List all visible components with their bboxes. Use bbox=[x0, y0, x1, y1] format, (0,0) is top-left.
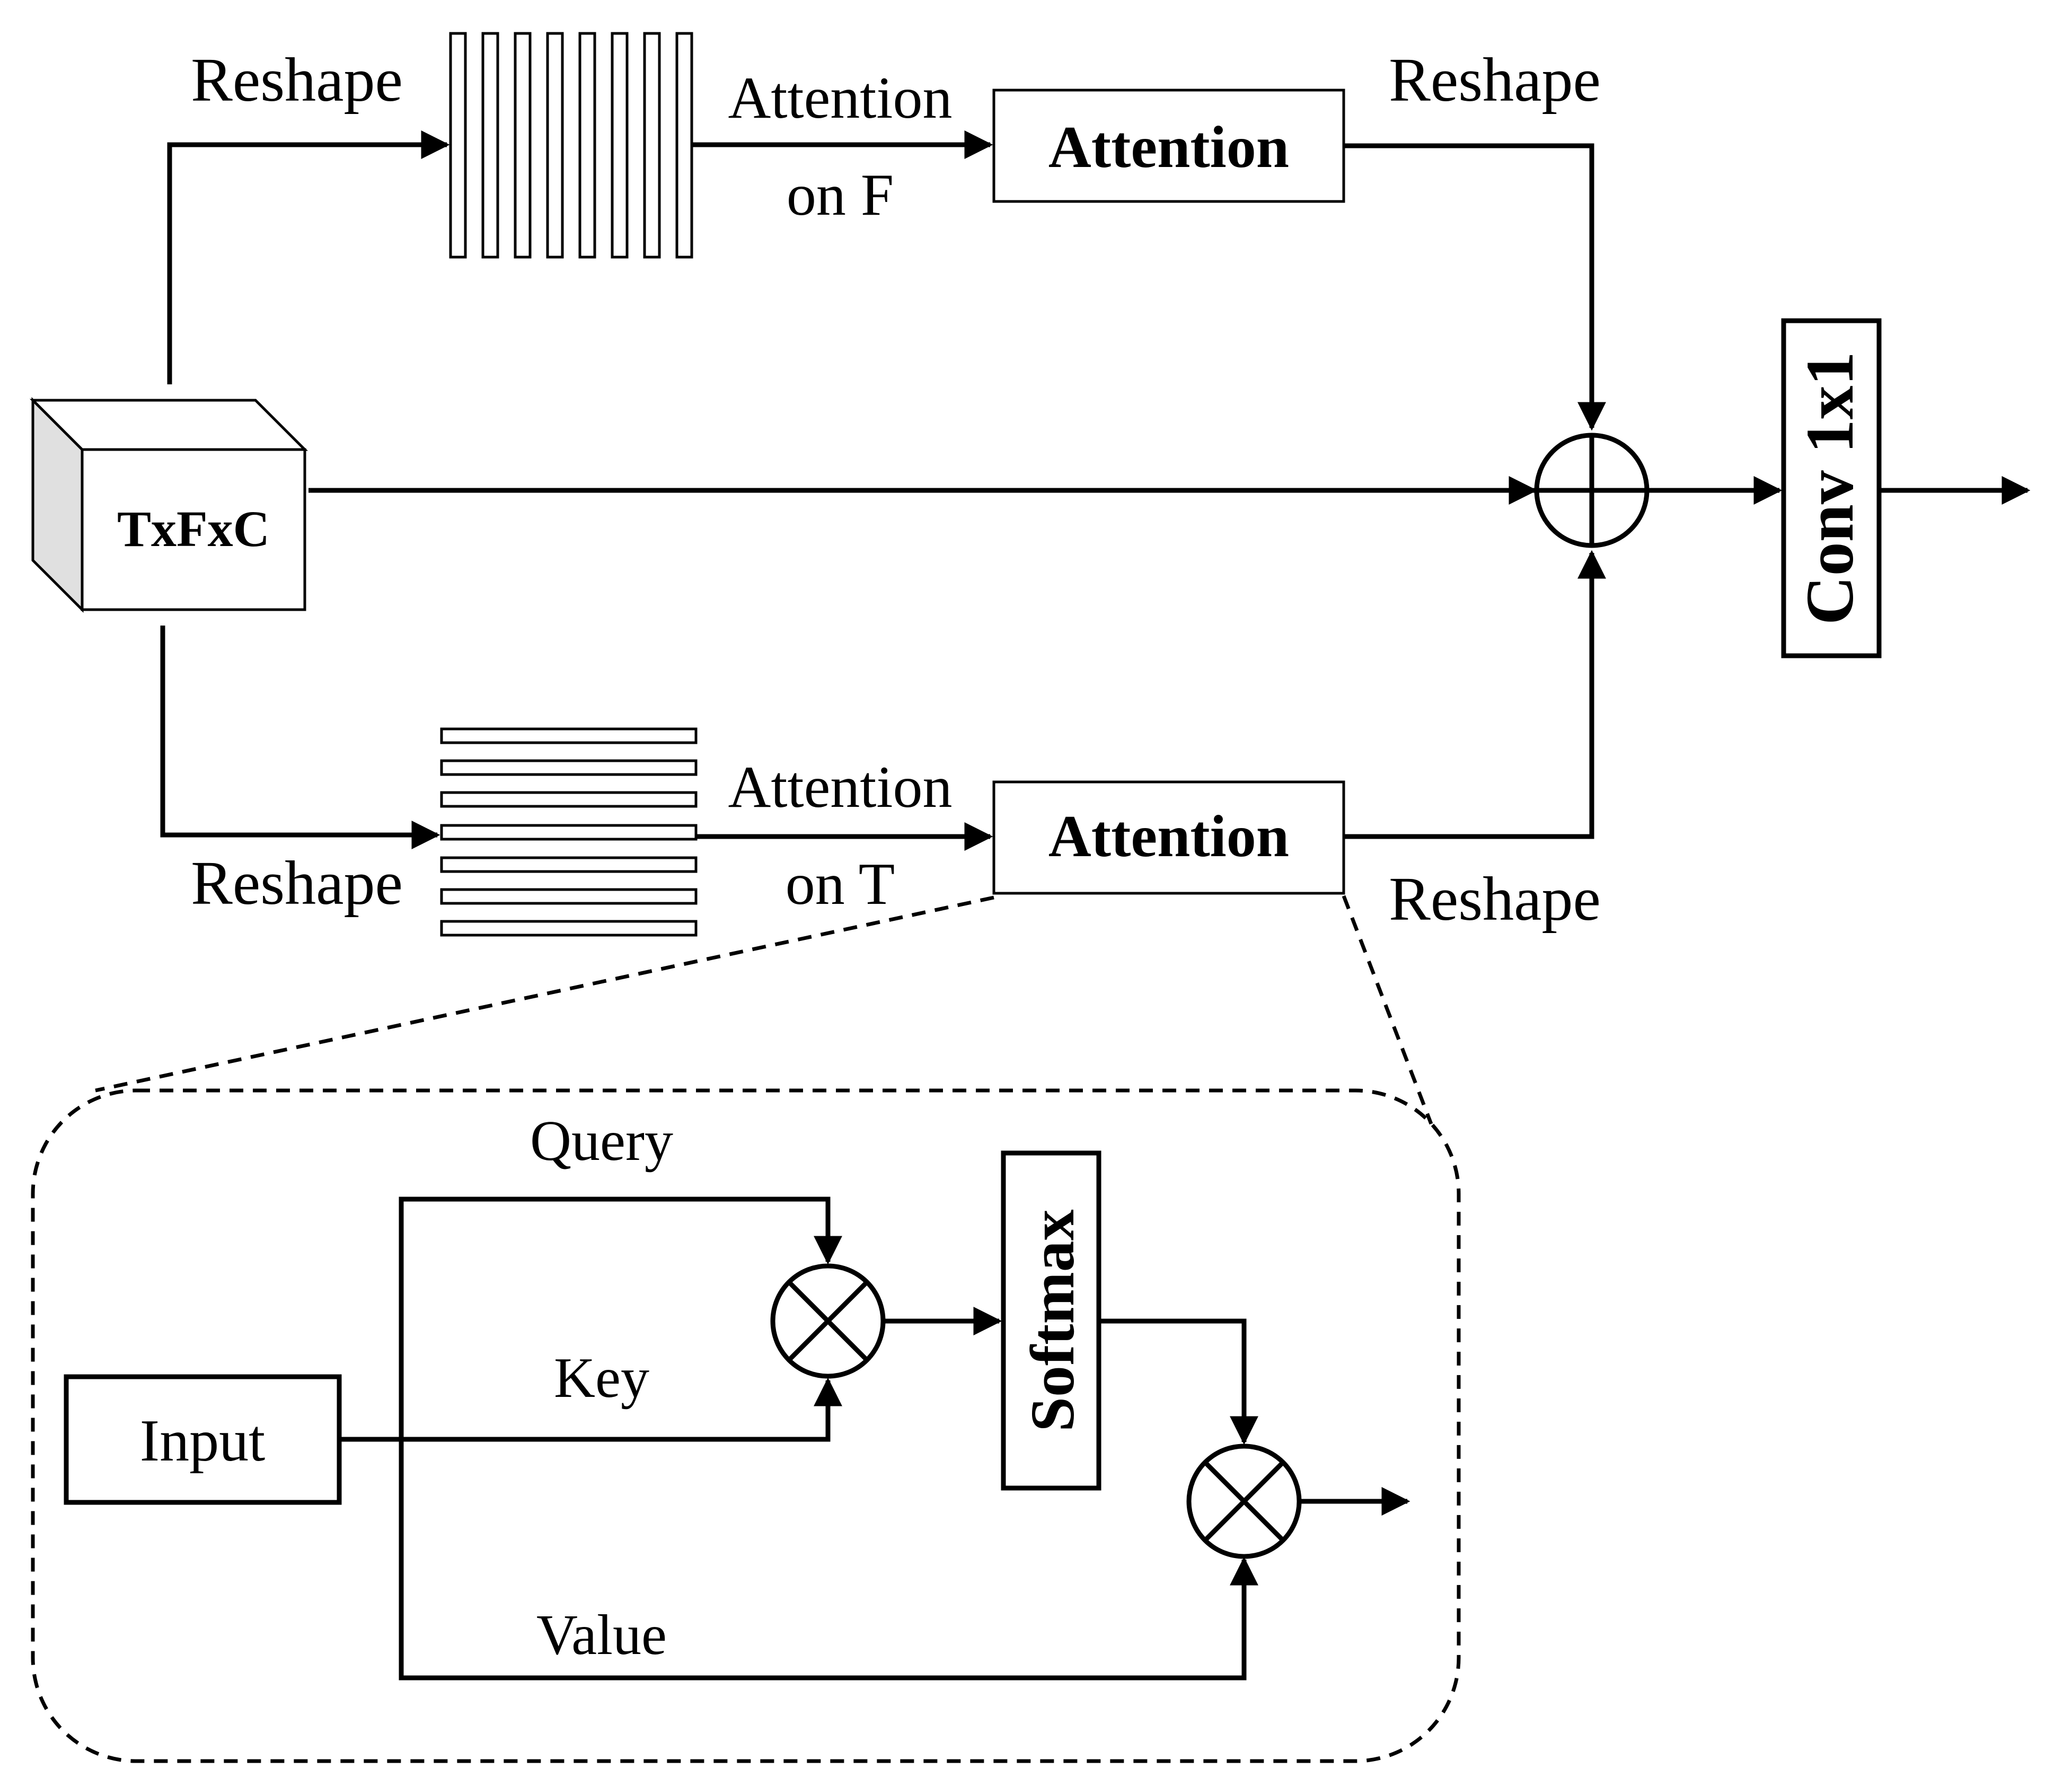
value-multiply-icon bbox=[1186, 1444, 1302, 1559]
bottom-reshape-arrow bbox=[160, 626, 440, 849]
frequency-slices-icon bbox=[449, 32, 693, 259]
top-reshape-arrow bbox=[167, 130, 450, 384]
sum-icon bbox=[1534, 433, 1650, 548]
softmax-to-multiply-arrow bbox=[1099, 1318, 1258, 1445]
bottom-branch: Reshape Attention on T Attention Reshape bbox=[160, 550, 1606, 937]
top-right-reshape-label: Reshape bbox=[1389, 45, 1601, 115]
conv-1x1-label: Conv 1x1 bbox=[1792, 351, 1867, 625]
bottom-reshape-label: Reshape bbox=[191, 848, 403, 918]
tensor-label: TxFxC bbox=[117, 500, 270, 557]
input-tensor-cube: TxFxC bbox=[29, 397, 308, 613]
bottom-right-reshape-label: Reshape bbox=[1389, 864, 1601, 934]
attention-box-top-label: Attention bbox=[1048, 115, 1289, 180]
key-arrow bbox=[339, 1377, 842, 1442]
attention-on-t-line2: on T bbox=[786, 851, 895, 917]
bottom-merge-arrow bbox=[1344, 550, 1606, 839]
time-slices-icon bbox=[440, 727, 698, 937]
detail-frame bbox=[31, 1088, 1461, 1763]
top-reshape-label: Reshape bbox=[191, 45, 403, 115]
query-label: Query bbox=[530, 1110, 673, 1173]
softmax-label: Softmax bbox=[1018, 1209, 1087, 1432]
attention-box-bottom-label: Attention bbox=[1048, 804, 1289, 869]
value-label: Value bbox=[536, 1604, 667, 1667]
query-arrow bbox=[399, 1196, 842, 1439]
input-label: Input bbox=[140, 1408, 265, 1474]
top-merge-arrow bbox=[1344, 143, 1606, 431]
attention-on-f-line2: on F bbox=[787, 162, 894, 228]
key-label: Key bbox=[554, 1347, 649, 1410]
value-arrow bbox=[399, 1439, 1258, 1681]
top-branch: Reshape Attention on F Attention Reshape bbox=[167, 32, 1606, 431]
attention-on-t-line1: Attention bbox=[728, 754, 952, 820]
attention-on-f-line1: Attention bbox=[728, 65, 952, 131]
attention-detail-callout: Input Key Query Value Softmax bbox=[31, 895, 1461, 1763]
query-key-multiply-icon bbox=[770, 1263, 886, 1379]
